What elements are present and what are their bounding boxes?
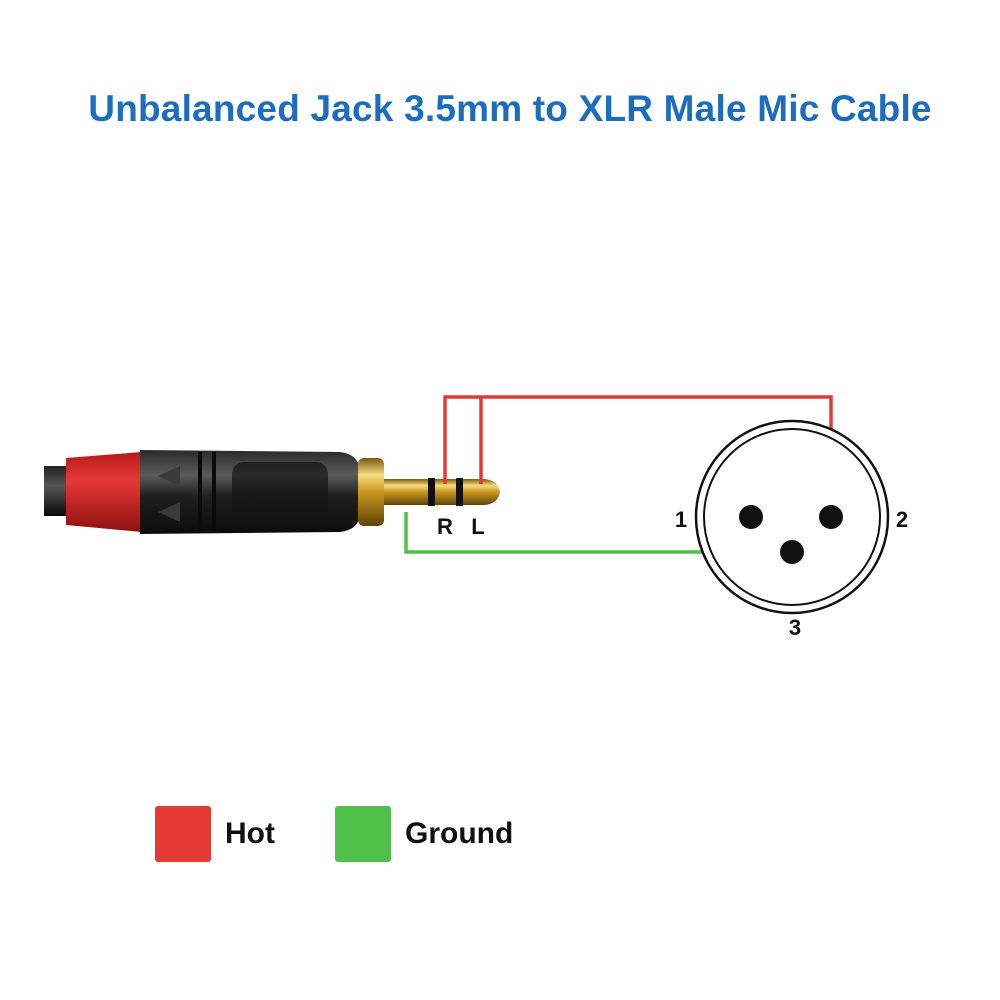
legend-ground-label: Ground [405,817,514,850]
ground-wire-sleeve [404,512,792,554]
body-groove-2 [212,452,216,532]
xlr-pin2-label: 2 [896,507,908,532]
hot-swatch [155,806,211,862]
red-boot [66,452,142,532]
body-grip [232,462,328,520]
legend-ground: Ground [335,806,513,862]
xlr-inner-ring [703,428,881,606]
insulator-ring-2 [456,478,463,506]
body-arrow-top [158,466,180,486]
body-groove-1 [198,452,202,532]
cable-stub [44,466,68,516]
body-arrow-bottom [158,502,180,522]
xlr-pin-2 [819,505,843,529]
jack-plug [44,450,500,534]
xlr-pin-1 [739,505,763,529]
legend-hot-label: Hot [225,817,275,850]
xlr-pin1-label: 1 [675,507,687,532]
xlr-pin3-label: 3 [789,615,801,640]
insulator-ring-1 [428,478,435,506]
jack-shaft [384,479,500,505]
gold-collar [358,458,384,526]
ring-label: R [437,514,453,539]
xlr-pin-3 [780,540,804,564]
diagram-title: Unbalanced Jack 3.5mm to XLR Male Mic Ca… [88,88,932,129]
tip-label: L [471,514,484,539]
legend-hot: Hot [155,806,275,862]
xlr-connector [694,419,890,615]
ground-swatch [335,806,391,862]
xlr-outer-ring [694,419,890,615]
